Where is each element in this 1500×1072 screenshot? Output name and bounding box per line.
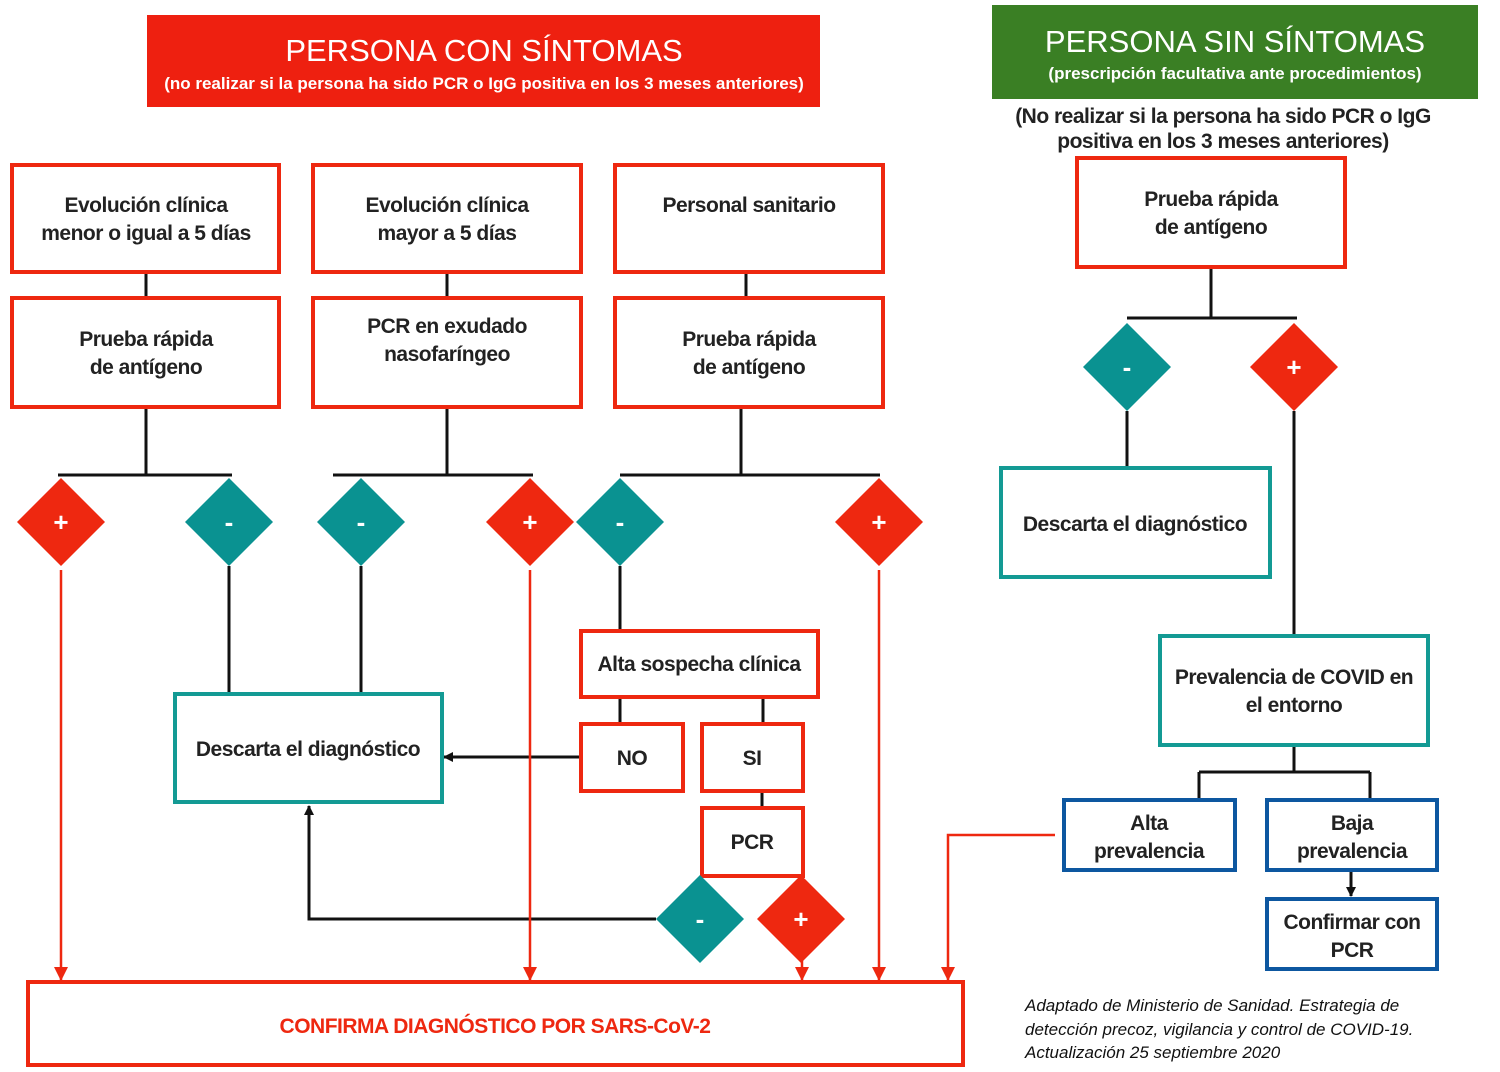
- diamond-shape: [656, 875, 744, 963]
- col1-test-line1: Prueba rápida: [79, 328, 213, 351]
- box-low-prevalence: [1265, 798, 1439, 872]
- diamond-shape: [317, 478, 405, 566]
- diamond-shape: [17, 478, 105, 566]
- low-prevalence-line2: prevalencia: [1297, 840, 1408, 863]
- minus-icon: -: [696, 904, 705, 934]
- citation-line3: Actualización 25 septiembre 2020: [1024, 1043, 1281, 1062]
- box-health-personnel: [613, 163, 885, 274]
- plus-icon: +: [53, 507, 68, 537]
- negative-result-diamond: -: [656, 875, 744, 963]
- box-antigen-test-1: [10, 296, 281, 409]
- box-antigen-test-3: [613, 296, 885, 409]
- box-evolution-gt-5-days: [311, 163, 583, 274]
- diamond-shape: [185, 478, 273, 566]
- col3-top-line1: Personal sanitario: [662, 194, 835, 217]
- negative-result-diamond: -: [317, 478, 405, 566]
- positive-result-diamond: +: [486, 478, 574, 566]
- confirm-diagnosis-label: CONFIRMA DIAGNÓSTICO POR SARS-CoV-2: [280, 1014, 711, 1038]
- discard-left-label: Descarta el diagnóstico: [196, 738, 420, 761]
- negative-result-diamond: -: [185, 478, 273, 566]
- col1-test-line2: de antígeno: [90, 356, 202, 379]
- right-test-line1: Prueba rápida: [1144, 188, 1278, 211]
- diamond-shape: [486, 478, 574, 566]
- box-pcr: [700, 806, 805, 878]
- high-suspicion-label: Alta sospecha clínica: [597, 653, 801, 676]
- positive-arrows: [54, 570, 1055, 981]
- box-high-suspicion: [579, 629, 820, 699]
- box-si: [700, 722, 805, 793]
- low-prevalence-line1: Baja: [1331, 812, 1374, 835]
- box-high-prevalence: [1062, 798, 1237, 872]
- confirm-pcr-line1: Confirmar con: [1283, 911, 1420, 934]
- connectors: [58, 267, 1372, 921]
- positive-result-diamond: +: [17, 478, 105, 566]
- box-confirm-pcr: [1265, 897, 1439, 971]
- diamond-shape: [835, 478, 923, 566]
- col2-top-line2: mayor a 5 días: [378, 222, 517, 245]
- right-header-title: PERSONA SIN SÍNTOMAS: [1045, 24, 1425, 59]
- right-note-line2: positiva en los 3 meses anteriores): [1057, 130, 1388, 153]
- col2-test-line1: PCR en exudado: [367, 315, 527, 338]
- high-prevalence-line2: prevalencia: [1094, 840, 1205, 863]
- col3-test-line1: Prueba rápida: [682, 328, 816, 351]
- confirm-pcr-line2: PCR: [1331, 939, 1374, 962]
- high-prevalence-line1: Alta: [1130, 812, 1168, 835]
- positive-result-diamond: +: [757, 875, 845, 963]
- prevalence-line2: el entorno: [1246, 694, 1343, 717]
- negative-result-diamond: -: [576, 478, 664, 566]
- positive-result-diamond: +: [1250, 323, 1338, 411]
- diamond-shape: [1083, 323, 1171, 411]
- minus-icon: -: [357, 507, 366, 537]
- right-note-line1: (No realizar si la persona ha sido PCR o…: [1015, 105, 1431, 128]
- minus-icon: -: [616, 507, 625, 537]
- col1-top-line1: Evolución clínica: [64, 194, 228, 217]
- box-no: [579, 722, 685, 793]
- positive-result-diamond: +: [835, 478, 923, 566]
- left-header-title: PERSONA CON SÍNTOMAS: [285, 33, 682, 68]
- left-header: PERSONA CON SÍNTOMAS (no realizar si la …: [147, 15, 820, 107]
- minus-icon: -: [1123, 352, 1132, 382]
- col2-test-line2: nasofaríngeo: [384, 343, 510, 366]
- plus-icon: +: [522, 507, 537, 537]
- box-evolution-le-5-days: [10, 163, 281, 274]
- col2-top-line1: Evolución clínica: [365, 194, 529, 217]
- left-header-subtitle: (no realizar si la persona ha sido PCR o…: [164, 74, 804, 93]
- no-label: NO: [617, 747, 648, 770]
- diamond-shape: [576, 478, 664, 566]
- pcr-label: PCR: [731, 831, 774, 854]
- discard-right-label: Descarta el diagnóstico: [1023, 513, 1247, 536]
- citation-line2: detección precoz, vigilancia y control d…: [1025, 1020, 1413, 1039]
- box-prevalence: [1158, 634, 1430, 747]
- col1-top-line2: menor o igual a 5 días: [41, 222, 251, 245]
- box-discard-left: [173, 692, 444, 804]
- plus-icon: +: [1286, 352, 1301, 382]
- diamond-shape: [1250, 323, 1338, 411]
- right-header: PERSONA SIN SÍNTOMAS (prescripción facul…: [992, 5, 1478, 99]
- box-pcr-nasopharyngeal: [311, 296, 583, 409]
- box-confirm-diagnosis: [26, 980, 965, 1067]
- plus-icon: +: [793, 904, 808, 934]
- diamond-shape: [757, 875, 845, 963]
- prevalence-line1: Prevalencia de COVID en: [1175, 666, 1413, 689]
- si-label: SI: [743, 747, 762, 770]
- negative-result-diamond: -: [1083, 323, 1171, 411]
- col3-test-line2: de antígeno: [693, 356, 805, 379]
- minus-icon: -: [225, 507, 234, 537]
- plus-icon: +: [871, 507, 886, 537]
- citation-line1: Adaptado de Ministerio de Sanidad. Estra…: [1024, 996, 1399, 1015]
- right-test-line2: de antígeno: [1155, 216, 1267, 239]
- box-discard-right: [999, 466, 1272, 579]
- right-header-subtitle: (prescripción facultativa ante procedimi…: [1048, 64, 1421, 83]
- box-right-antigen-test: [1075, 156, 1347, 269]
